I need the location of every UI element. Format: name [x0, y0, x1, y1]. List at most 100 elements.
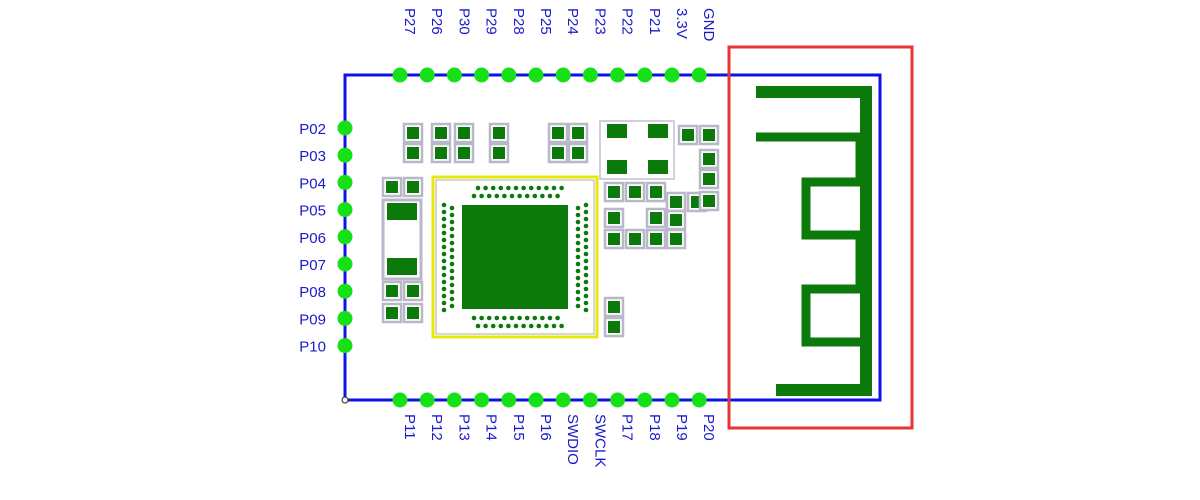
top-pin-pad — [501, 67, 517, 83]
chip-ball — [441, 223, 447, 229]
chip-ball — [441, 230, 447, 236]
chip-ball — [583, 230, 589, 236]
chip-ball — [494, 315, 500, 321]
smd-pad — [703, 153, 715, 165]
left-pin-label: P10 — [299, 339, 326, 356]
smd-pad — [386, 181, 398, 193]
chip-ball — [506, 185, 511, 191]
smd-pad — [608, 301, 620, 313]
chip-ball — [575, 240, 581, 246]
chip-ball — [536, 185, 542, 191]
bottom-pin-label: P16 — [537, 414, 554, 441]
left-pin-pad — [337, 174, 353, 190]
chip-ball — [544, 185, 549, 191]
top-pin-pad — [637, 67, 653, 83]
bottom-pin-pad — [691, 392, 707, 408]
smd-pad — [435, 127, 447, 139]
left-pin-pad — [337, 120, 353, 136]
chip-ball — [475, 185, 481, 191]
smd-pad — [650, 186, 662, 198]
chip-ball — [513, 185, 519, 191]
smd-pad — [650, 233, 662, 245]
chip-ball — [575, 212, 581, 218]
top-pin-label: P23 — [591, 8, 608, 35]
chip-ball — [528, 185, 534, 191]
top-pin-pad — [419, 67, 435, 83]
bottom-pin-label: P13 — [455, 414, 472, 441]
chip-ball — [449, 233, 455, 239]
left-pin-pad — [337, 256, 353, 272]
chip-ball — [547, 193, 553, 199]
smd-pad — [670, 233, 682, 245]
smd-components — [381, 122, 720, 338]
smd-pad — [572, 127, 584, 139]
chip-ball — [521, 185, 526, 191]
smd-pad — [458, 127, 470, 139]
chip-ball — [559, 323, 564, 329]
bottom-pin-label: P14 — [483, 414, 500, 441]
chip-ball — [441, 286, 447, 292]
left-pin-label: P06 — [299, 230, 326, 247]
chip-ball — [483, 323, 488, 329]
chip-ball — [532, 193, 538, 199]
chip-ball — [490, 185, 496, 191]
left-pin-label: P08 — [299, 284, 326, 301]
chip-ball — [583, 307, 589, 313]
chip-ball — [441, 258, 447, 264]
chip-ball — [441, 307, 447, 313]
left-pin-pad — [337, 310, 353, 326]
chip-ball — [449, 282, 455, 288]
bottom-pin-label: P12 — [428, 414, 445, 441]
smd-pad — [629, 186, 641, 198]
chip-ball — [540, 315, 545, 321]
chip-ball — [449, 268, 455, 274]
chip-ball — [449, 219, 455, 225]
chip-ball — [575, 275, 581, 281]
chip-ball — [498, 323, 504, 329]
chip-ball — [575, 205, 581, 211]
chip-ball — [583, 209, 589, 215]
chip-ball — [575, 296, 581, 302]
smd-pad — [407, 147, 419, 159]
bottom-pin-pad — [637, 392, 653, 408]
chip-ball — [583, 286, 589, 292]
chip-ball — [528, 323, 534, 329]
chip-ball — [441, 237, 447, 243]
top-pin-label: P24 — [564, 8, 581, 35]
chip-ball — [502, 193, 507, 199]
crystal-pad-bottom — [387, 258, 417, 275]
chip-ball — [575, 219, 581, 225]
chip-ball — [559, 185, 564, 191]
top-pin-pad — [474, 67, 490, 83]
chip-ball — [506, 323, 511, 329]
chip-ball — [517, 315, 522, 321]
chip-ball — [441, 300, 447, 306]
smd-pad — [386, 307, 398, 319]
bottom-pin-pad — [501, 392, 517, 408]
chip-ball-pads — [441, 185, 589, 329]
left-pin-label: P04 — [299, 175, 326, 192]
crystal-pad-top — [387, 203, 417, 220]
bottom-pin-label: P20 — [700, 414, 717, 441]
smd-pad — [682, 129, 694, 141]
top-pin-label: P28 — [510, 8, 527, 35]
top-pin-pad — [691, 67, 707, 83]
smd-pad — [608, 321, 620, 333]
smd-pad — [493, 147, 505, 159]
smd-pad — [670, 196, 682, 208]
top-pin-label: P22 — [619, 8, 636, 35]
top-pin-label: P30 — [455, 8, 472, 35]
chip-ball — [494, 193, 500, 199]
chip-ball — [583, 300, 589, 306]
chip-ball — [583, 237, 589, 243]
chip-ball — [547, 315, 553, 321]
pcb-antenna-trace — [756, 86, 872, 396]
bottom-pin-pads — [392, 392, 707, 408]
left-pin-pad — [337, 202, 353, 218]
chip-ball — [475, 323, 481, 329]
pcb-antenna-meander-body — [801, 177, 865, 347]
top-pin-pad — [446, 67, 462, 83]
chip-ball — [449, 275, 455, 281]
